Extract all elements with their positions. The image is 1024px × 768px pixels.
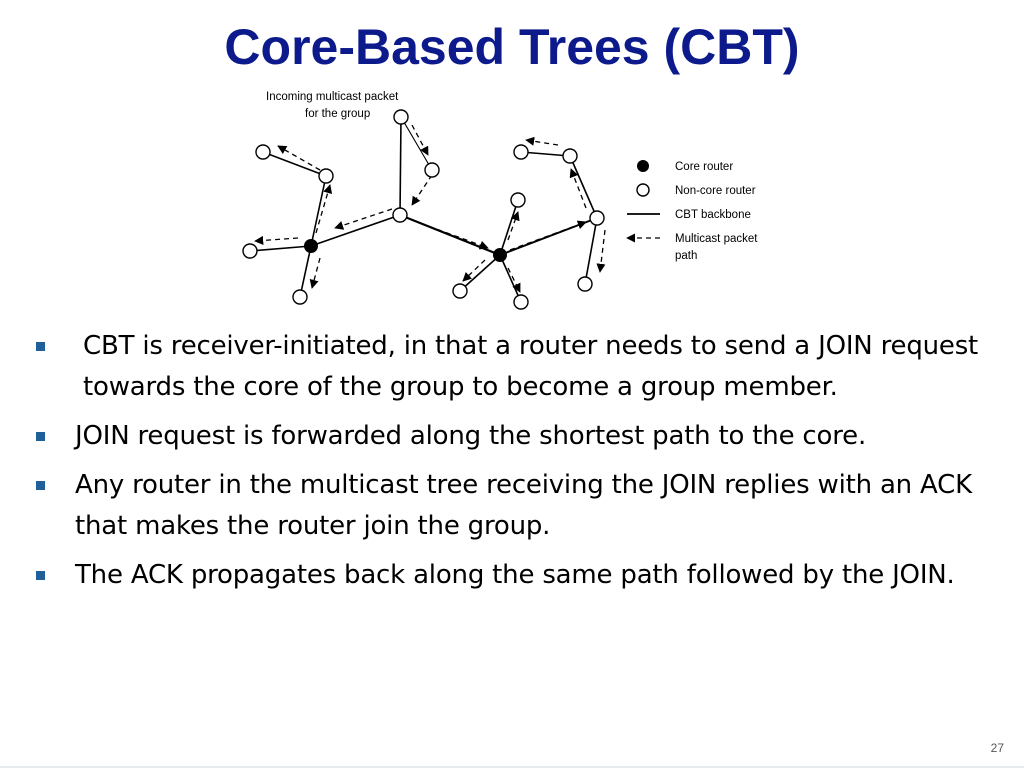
core-router (304, 239, 318, 253)
non-core-router (392, 207, 408, 223)
cbt-backbone-edges (249, 116, 598, 303)
core-router (493, 248, 507, 262)
bullet-item: JOIN request is forwarded along the shor… (32, 416, 982, 457)
non-core-router (452, 283, 468, 299)
incoming-packet-label-line1: Incoming multicast packet (266, 91, 399, 103)
legend-non-core-router-label: Non-core router (675, 185, 756, 197)
bullet-marker (36, 481, 45, 490)
legend-core-router-symbol (637, 160, 649, 172)
legend-multicast-path-label-line1: Multicast packet (675, 233, 758, 245)
non-core-router (393, 109, 409, 125)
non-core-router (318, 168, 334, 184)
bullet-marker (36, 571, 45, 580)
non-core-router (589, 210, 605, 226)
diagram-legend: Core router Non-core router CBT backbone… (626, 160, 758, 262)
slide-title: Core-Based Trees (CBT) (224, 19, 800, 75)
bullet-item: Any router in the multicast tree receivi… (32, 465, 982, 547)
non-core-router (242, 243, 258, 259)
non-core-router (562, 148, 578, 164)
non-core-router (513, 294, 529, 310)
non-core-router (255, 144, 271, 160)
bullet-item: CBT is receiver-initiated, in that a rou… (32, 326, 982, 408)
cbt-network-diagram: Incoming multicast packet for the group (242, 91, 758, 310)
non-core-router (577, 276, 593, 292)
incoming-packet-label-line2: for the group (305, 108, 370, 120)
core-routers (304, 239, 507, 262)
bullet-item: The ACK propagates back along the same p… (32, 555, 982, 596)
legend-multicast-path-label-line2: path (675, 250, 697, 262)
non-core-routers (242, 109, 605, 310)
legend-backbone-label: CBT backbone (675, 209, 751, 221)
bullet-marker (36, 432, 45, 441)
multicast-packet-path (254, 124, 606, 293)
bottom-rule (0, 766, 1024, 768)
non-core-router (513, 144, 529, 160)
bullet-text: CBT is receiver-initiated, in that a rou… (83, 331, 979, 402)
bullet-text: The ACK propagates back along the same p… (75, 560, 955, 590)
bullet-list: CBT is receiver-initiated, in that a rou… (32, 326, 982, 604)
non-core-router (424, 162, 440, 178)
slide-number: 27 (990, 741, 1004, 755)
bullet-text: JOIN request is forwarded along the shor… (75, 421, 867, 451)
bullet-marker (36, 342, 45, 351)
non-core-router (510, 192, 526, 208)
legend-core-router-label: Core router (675, 161, 733, 173)
bullet-text: Any router in the multicast tree receivi… (75, 470, 972, 541)
legend-non-core-router-symbol (636, 183, 650, 197)
non-core-router (292, 289, 308, 305)
